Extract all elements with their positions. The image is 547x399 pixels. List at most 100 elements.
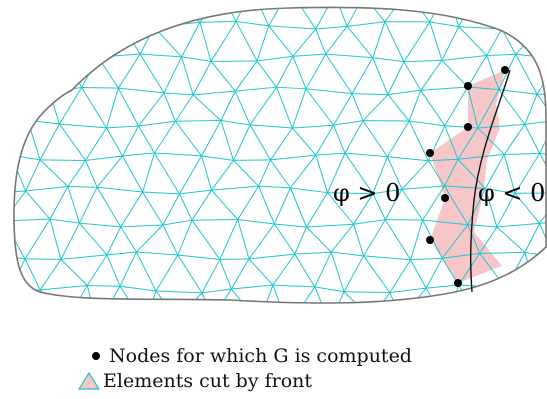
mesh-edge bbox=[143, 290, 157, 304]
mesh-edge bbox=[162, 219, 193, 226]
mesh-edge bbox=[352, 93, 388, 96]
mesh-edge bbox=[85, 155, 123, 161]
computed-node bbox=[426, 149, 434, 157]
mesh-edge bbox=[79, 222, 121, 228]
mesh-edge bbox=[235, 20, 269, 27]
mesh-edge bbox=[104, 7, 126, 30]
mesh-edge bbox=[467, 86, 499, 91]
mesh-edge bbox=[250, 124, 293, 129]
mesh-edge bbox=[142, 191, 180, 195]
mesh-edge bbox=[330, 319, 372, 324]
mesh-edge bbox=[291, 127, 317, 156]
mesh-edge bbox=[140, 53, 182, 58]
mesh-edge bbox=[484, 154, 505, 189]
node-dot-icon bbox=[92, 352, 100, 360]
mesh-edge bbox=[486, 55, 500, 90]
mesh-edge bbox=[331, 251, 364, 257]
mesh-edge bbox=[505, 287, 517, 304]
mesh-edge bbox=[501, 28, 517, 55]
phi-negative-label: φ < 0 bbox=[478, 179, 545, 207]
mesh-edge bbox=[467, 224, 497, 228]
mesh-edge bbox=[384, 21, 405, 62]
mesh-edge bbox=[429, 7, 448, 23]
phi-positive-label: φ > 0 bbox=[333, 179, 400, 207]
mesh-edge bbox=[444, 185, 469, 226]
mesh-edge bbox=[314, 286, 331, 304]
mesh-edge bbox=[199, 20, 237, 23]
mesh-edge bbox=[256, 55, 294, 62]
mesh-edge bbox=[153, 7, 175, 28]
mesh-edge bbox=[174, 120, 202, 157]
mesh-edge bbox=[541, 7, 546, 26]
mesh-edge bbox=[325, 53, 353, 94]
mesh-edge bbox=[259, 323, 288, 326]
mesh-edge bbox=[177, 319, 213, 320]
mesh-edge bbox=[363, 255, 411, 261]
cut-element bbox=[430, 198, 474, 240]
mesh-edge bbox=[201, 288, 232, 294]
mesh-edge bbox=[514, 192, 540, 224]
computed-node bbox=[454, 279, 462, 287]
mesh-edge bbox=[0, 122, 11, 155]
mesh-edge bbox=[67, 186, 98, 188]
mesh-edge bbox=[27, 119, 60, 125]
mesh-edge bbox=[179, 189, 212, 195]
mesh-edge bbox=[315, 7, 336, 30]
mesh-edge bbox=[403, 61, 422, 91]
mesh-edge bbox=[41, 20, 84, 26]
mesh-edge bbox=[173, 7, 201, 23]
mesh-edge bbox=[536, 93, 546, 121]
mesh-edge bbox=[140, 7, 155, 28]
mesh-edge bbox=[498, 89, 526, 125]
mesh-edge bbox=[181, 56, 212, 62]
mesh-edge bbox=[315, 28, 327, 55]
mesh-edge bbox=[272, 284, 289, 304]
mesh-edge bbox=[389, 259, 412, 293]
mesh-edge bbox=[235, 86, 277, 92]
mesh-edge bbox=[268, 25, 294, 57]
mesh-edge bbox=[27, 120, 41, 161]
mesh-edge bbox=[389, 292, 402, 304]
mesh-edge bbox=[387, 156, 429, 162]
mesh-edge bbox=[457, 158, 486, 189]
mesh-edge bbox=[273, 223, 296, 255]
mesh-edge bbox=[482, 287, 507, 304]
mesh-edge bbox=[144, 319, 177, 324]
mesh-edge bbox=[138, 125, 155, 154]
mesh-edge bbox=[410, 219, 424, 260]
mesh-edge bbox=[27, 91, 50, 121]
mesh-edge bbox=[425, 257, 443, 289]
mesh-edge bbox=[211, 160, 234, 191]
mesh-edge bbox=[305, 53, 327, 90]
mesh-edge bbox=[14, 190, 26, 195]
mesh-edge bbox=[192, 61, 212, 96]
mesh-edge bbox=[305, 88, 353, 95]
mesh-edge bbox=[372, 21, 386, 58]
mesh-edge bbox=[486, 28, 503, 56]
mesh-edge bbox=[276, 55, 294, 88]
mesh-diagram: φ > 0 φ < 0 bbox=[0, 6, 547, 326]
mesh-edge bbox=[457, 153, 505, 160]
mesh-edge bbox=[97, 186, 143, 193]
mesh-edge bbox=[156, 290, 202, 294]
mesh-edge bbox=[67, 160, 86, 187]
mesh-edge bbox=[409, 120, 445, 127]
mesh-edge bbox=[49, 218, 80, 224]
mesh-edge bbox=[258, 185, 275, 225]
mesh-edge bbox=[306, 223, 354, 228]
mesh-edge bbox=[387, 94, 410, 122]
mesh-edge bbox=[401, 188, 424, 221]
mesh-edge bbox=[362, 120, 388, 158]
mesh-edge bbox=[289, 7, 317, 30]
mesh-edge bbox=[444, 125, 478, 129]
mesh-edge bbox=[230, 258, 250, 290]
computed-node bbox=[464, 123, 472, 131]
mesh-edge bbox=[163, 92, 194, 96]
mesh-edge bbox=[138, 120, 176, 127]
mesh-edge bbox=[25, 186, 68, 192]
mesh-edge bbox=[142, 191, 164, 226]
mesh-edge bbox=[210, 61, 236, 92]
mesh-edge bbox=[117, 53, 141, 89]
mesh-edge bbox=[234, 60, 258, 92]
mesh-edge bbox=[65, 285, 88, 304]
